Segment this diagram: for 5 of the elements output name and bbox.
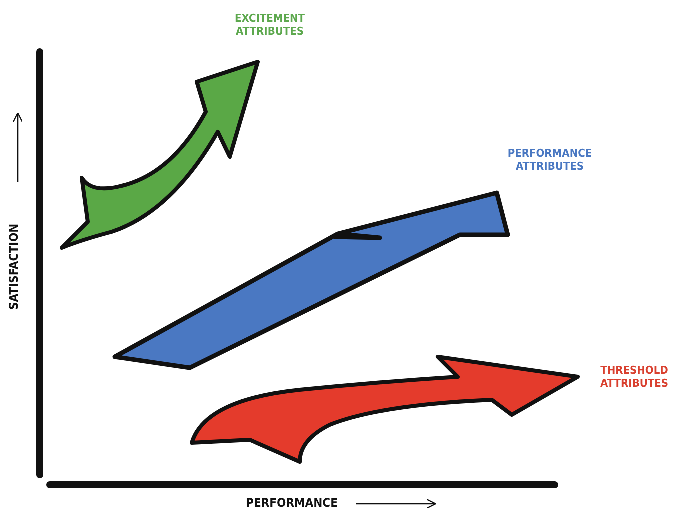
attribute-label: PERFORMANCE ATTRIBUTES xyxy=(506,147,594,173)
attribute-label: THRESHOLD ATTRIBUTES xyxy=(599,364,670,390)
attribute-label: EXCITEMENT ATTRIBUTES xyxy=(234,12,306,38)
axis-title: SATISFACTION xyxy=(8,224,21,310)
axis-title: PERFORMANCE xyxy=(245,497,339,510)
